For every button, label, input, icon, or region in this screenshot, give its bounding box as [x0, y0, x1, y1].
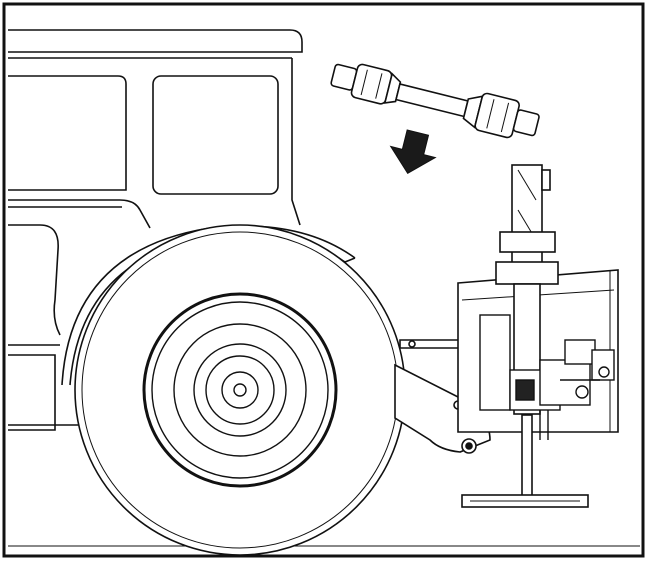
down-arrow-icon: [389, 129, 437, 175]
cab-rear-window: [152, 75, 279, 195]
coupling-block: [515, 379, 535, 401]
cab-front-window: [8, 75, 127, 191]
pto-driveshaft: [330, 63, 540, 139]
top-link-hole: [408, 340, 416, 348]
hub-outer: [205, 355, 275, 425]
hub-cap: [221, 371, 259, 409]
pto-flare-right: [462, 95, 484, 129]
pto-ridge-3: [486, 99, 495, 129]
cab-rear-pillar: [291, 58, 301, 226]
cab-lower-line: [8, 199, 151, 229]
mast-brace-1: [517, 169, 537, 201]
pto-joint-right: [474, 92, 520, 139]
axle-center: [233, 383, 247, 397]
pto-ridge-2: [375, 73, 383, 99]
pto-ridge-1: [360, 69, 368, 96]
body-lower-panel: [8, 354, 56, 431]
stand-leg: [521, 414, 533, 501]
valve-knob: [598, 366, 610, 378]
mast-collar: [499, 231, 556, 253]
body-front: [8, 224, 61, 336]
mast-bracket: [495, 261, 559, 285]
rim-outer: [142, 292, 338, 488]
lower-link-pin-center: [465, 442, 473, 450]
pto-ridge-4: [500, 102, 510, 133]
tire-outer: [74, 224, 406, 556]
gearbox-top: [564, 339, 596, 365]
mast-upper: [511, 164, 543, 271]
rear-wheel: [74, 224, 406, 556]
mast-clamp: [541, 169, 551, 191]
rim-inner: [151, 301, 329, 479]
hub-ring: [193, 343, 287, 437]
down-arrow-shape: [389, 129, 437, 175]
gearbox-assembly: [479, 314, 615, 440]
cab-roof: [8, 29, 303, 53]
rim-ring: [173, 323, 307, 457]
gear-knob: [575, 385, 589, 399]
pto-yoke-right: [512, 109, 540, 137]
drive-column: [479, 314, 511, 411]
fender-tip: [344, 257, 356, 263]
